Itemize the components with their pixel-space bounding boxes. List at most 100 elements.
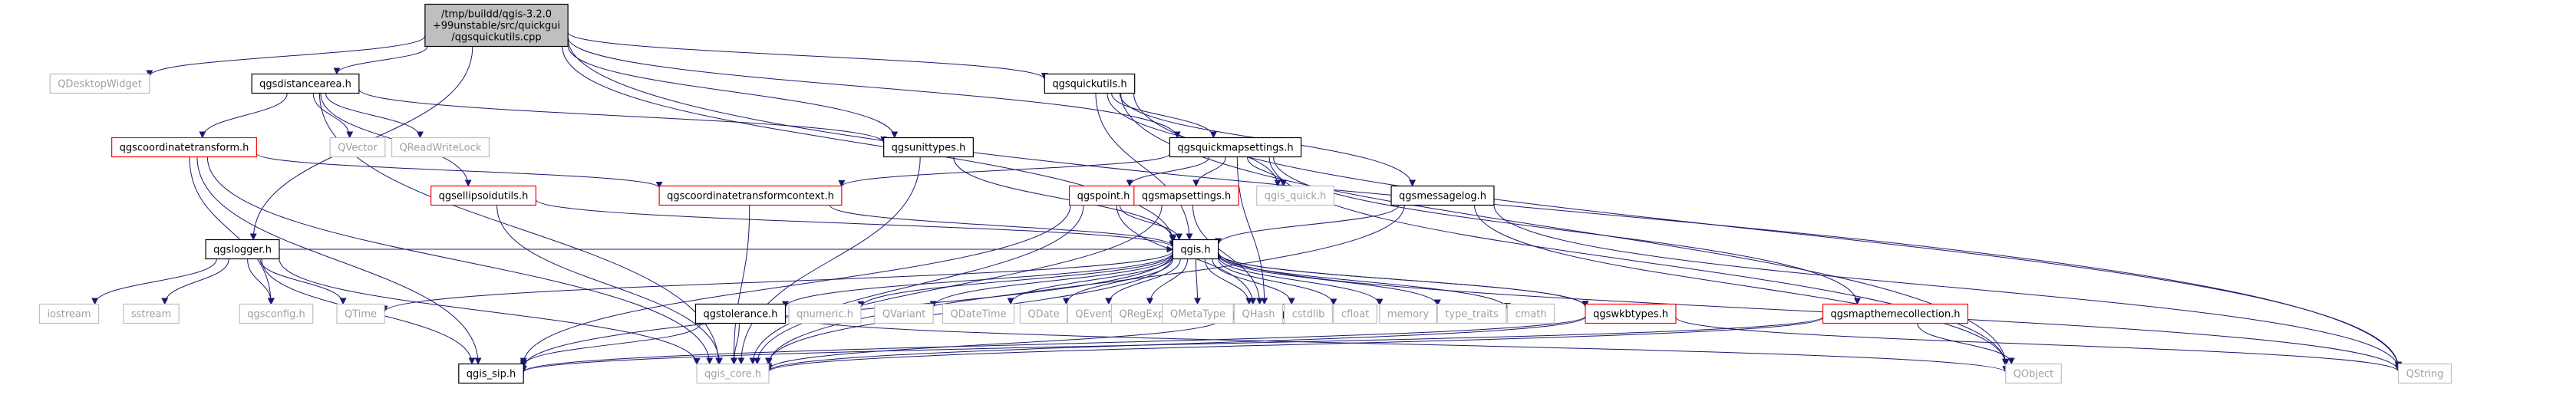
edge-qgspoint-to-qgis-sip	[519, 205, 1071, 365]
node-qgslogger[interactable]: qgslogger.h	[205, 239, 280, 260]
node-qgsquickutils-h[interactable]: qgsquickutils.h	[1044, 73, 1136, 94]
edge-qgis-h-to-qgstolerance	[782, 252, 1173, 308]
node-label: qgis.h	[1180, 245, 1210, 256]
edge-qgsquickutils-h-to-qgsquickmapsettings	[1111, 93, 1217, 139]
edge-qgis-h-to-cfloat	[1218, 258, 1337, 306]
node-box	[123, 303, 180, 324]
node-qmetatype: QMetaType	[1162, 303, 1234, 324]
node-qgsmessagelog[interactable]: qgsmessagelog.h	[1390, 185, 1495, 206]
edge-qgswkbtypes-to-qgis-h	[1215, 252, 1586, 308]
node-qgscoordinatetransformcontext[interactable]: qgscoordinatetransformcontext.h	[658, 185, 843, 206]
node-box	[1019, 303, 1068, 324]
node-type-traits: type_traits	[1436, 303, 1507, 324]
edge-qgslogger-to-iostream	[91, 258, 217, 305]
node-label: cstdlib	[1292, 309, 1325, 321]
node-qgsmapsettings[interactable]: qgsmapsettings.h	[1133, 185, 1239, 206]
node-label: qgsmessagelog.h	[1399, 191, 1486, 202]
node-box	[1169, 137, 1302, 158]
node-box	[329, 137, 386, 158]
edge-root-to-qgsunittypes	[567, 45, 899, 139]
node-qtime: QTime	[336, 303, 385, 324]
edge-qgis-h-to-memory	[1218, 255, 1384, 306]
node-label: QReadWriteLock	[400, 143, 482, 154]
node-box	[1390, 185, 1495, 206]
node-label: qgis_sip.h	[467, 369, 516, 380]
edge-root-to-qdesktopwidget	[146, 35, 426, 77]
node-qgsellipsoidutils[interactable]: qgsellipsoidutils.h	[430, 185, 536, 206]
node-qnumeric: qnumeric.h	[788, 303, 862, 324]
node-box	[1436, 303, 1507, 324]
node-memory: memory	[1379, 303, 1437, 324]
node-cmath: cmath	[1506, 303, 1555, 324]
node-qgswkbtypes[interactable]: qgswkbtypes.h	[1585, 303, 1677, 324]
edge-qgsquickmapsettings-to-qgis-quick	[1246, 156, 1287, 187]
node-label: QDesktopWidget	[58, 79, 142, 91]
node-qvariant: QVariant	[874, 303, 934, 324]
edge-qgsquickmapsettings-to-qgsmapsettings	[1192, 156, 1226, 187]
edge-root-to-qgsdistancearea	[333, 46, 428, 75]
node-box	[1044, 73, 1136, 94]
edge-qgsmapthemecollection-to-qgis-core	[765, 317, 1824, 373]
node-box	[111, 137, 257, 158]
node-box	[391, 137, 490, 158]
edge-qgscoordinatetransformcontext-to-qgis-h	[830, 205, 1176, 248]
edge-qgstolerance-to-qobject	[785, 315, 2009, 374]
edge-qgstolerance-to-qgis-sip	[519, 323, 701, 367]
node-box	[874, 303, 934, 324]
node-box	[2005, 363, 2062, 384]
node-label: qnumeric.h	[797, 309, 853, 321]
node-box	[658, 185, 843, 206]
node-box	[696, 363, 770, 384]
node-qgsmapthemecollection[interactable]: qgsmapthemecollection.h	[1822, 303, 1969, 324]
node-qgsdistancearea[interactable]: qgsdistancearea.h	[251, 73, 360, 94]
edge-qgsquickmapsettings-to-qgspoint	[1126, 156, 1210, 187]
node-label: QDate	[1027, 309, 1059, 321]
node-label: qgswkbtypes.h	[1593, 309, 1668, 321]
node-label: qgis_quick.h	[1265, 191, 1327, 202]
node-root[interactable]: /tmp/buildd/qgis-3.2.0+99unstable/src/qu…	[424, 3, 569, 48]
node-label: QString	[2406, 369, 2443, 380]
edge-qgswkbtypes-to-qgis-core	[765, 316, 1586, 372]
node-box	[1068, 185, 1139, 206]
node-label: +99unstable/src/quickgui	[433, 21, 560, 32]
node-qevent: QEvent	[1067, 303, 1120, 324]
node-qdate: QDate	[1019, 303, 1068, 324]
node-box	[251, 73, 360, 94]
node-label: qgsdistancearea.h	[259, 79, 351, 91]
node-label: QVector	[338, 143, 378, 154]
edge-qgsmessagelog-to-qobject	[1473, 205, 2010, 366]
node-box	[458, 363, 524, 384]
node-box	[1256, 185, 1334, 206]
edge-qgscoordinatetransform-to-qgscoordinatetransformcontext	[256, 153, 663, 189]
edge-qgsquickutils-h-to-qstring	[1133, 93, 2402, 369]
node-label: sstream	[131, 309, 171, 321]
edge-qgscoordinatetransform-to-qgsconfig	[189, 156, 275, 305]
node-qgsquickmapsettings[interactable]: qgsquickmapsettings.h	[1169, 137, 1302, 158]
edge-qgis-h-to-cmath	[1218, 253, 1511, 311]
node-label: QHash	[1242, 309, 1275, 321]
edge-qgscoordinatetransform-to-qgis-sip	[196, 156, 482, 365]
node-label: qgsunittypes.h	[892, 143, 966, 154]
node-box	[239, 303, 314, 324]
node-qgscoordinatetransform[interactable]: qgscoordinatetransform.h	[111, 137, 257, 158]
node-qgspoint[interactable]: qgspoint.h	[1068, 185, 1139, 206]
edge-qgsdistancearea-to-qvector	[312, 93, 354, 139]
node-label: QObject	[2014, 369, 2054, 380]
edge-qgis-h-to-qstring	[1218, 251, 2402, 372]
node-box	[1233, 303, 1284, 324]
edge-qgslogger-to-qgis-core	[279, 258, 701, 365]
node-box	[1133, 185, 1239, 206]
edge-qgslogger-to-qgsconfig	[247, 258, 275, 305]
node-qgsconfig: qgsconfig.h	[239, 303, 314, 324]
edge-qgsmapthemecollection-to-qobject	[1917, 323, 2015, 365]
node-qgis-sip[interactable]: qgis_sip.h	[458, 363, 524, 384]
node-label: QTime	[345, 309, 377, 321]
node-label: qgsconfig.h	[247, 309, 305, 321]
node-qgsunittypes[interactable]: qgsunittypes.h	[883, 137, 974, 158]
edge-qgsrectangle-to-qgis-core	[765, 318, 1222, 370]
node-label: qgscoordinatetransformcontext.h	[667, 191, 834, 202]
node-qdesktopwidget: QDesktopWidget	[49, 73, 150, 94]
node-qgis-h[interactable]: qgis.h	[1172, 239, 1219, 260]
node-qgstolerance[interactable]: qgstolerance.h	[694, 303, 787, 324]
node-box	[694, 303, 787, 324]
